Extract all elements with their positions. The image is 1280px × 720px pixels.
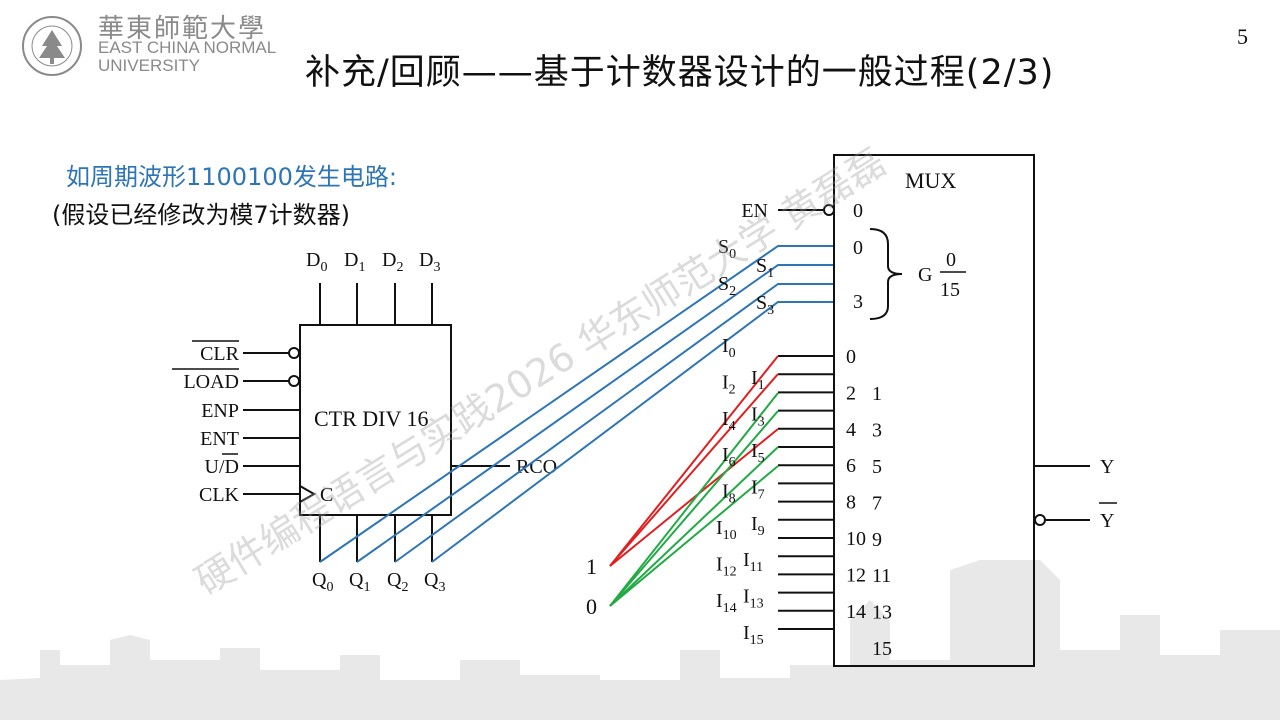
mux-data-label-i10: I10 — [716, 517, 737, 543]
counter-d1-label: D1 — [344, 249, 365, 275]
counter-input-ud: U/D — [205, 456, 239, 478]
counter-input-enp: ENP — [201, 400, 239, 422]
mux-data-label-i5: I5 — [751, 440, 765, 466]
mux-en-label: EN — [741, 200, 768, 222]
mux-data-label-i4: I4 — [722, 408, 736, 434]
mux-labels: MUX EN 0 0 3 S0 S1 S2 S3 G 0 15 Y Y 1 0 — [586, 168, 1117, 619]
counter-q3-label: Q3 — [424, 569, 445, 595]
mux-data-label-i8: I8 — [722, 481, 736, 507]
mux-output-ybar: Y — [1100, 510, 1114, 532]
mux-data-label-i1: I1 — [751, 367, 765, 393]
logo-chinese-name: 華東師範大學 — [98, 14, 267, 44]
mux-s0-label: S0 — [718, 236, 736, 262]
wire-q0-s0 — [319, 245, 834, 563]
mux-pin-number-8: 8 — [846, 492, 856, 514]
mux-pin-number-6: 6 — [846, 455, 856, 477]
counter-labels: CTR DIV 16 CLR LOAD ENP ENT U/D CLK C RC… — [172, 249, 557, 595]
constant-one-label: 1 — [586, 554, 597, 579]
mux-select-pin-bottom: 3 — [853, 291, 863, 313]
counter-box — [299, 324, 452, 516]
mux-group-numerator: 0 — [946, 249, 956, 271]
wire-q2-s2 — [394, 283, 834, 563]
mux-group-label: G — [918, 264, 932, 286]
mux-pin-number-4: 4 — [846, 419, 856, 441]
mux-pin-number-0: 0 — [846, 346, 856, 368]
mux-data-label-i3: I3 — [751, 404, 765, 430]
mux-data-label-i14: I14 — [716, 590, 737, 616]
mux-pin-number-12: 12 — [846, 564, 866, 586]
background-skyline — [0, 560, 1280, 720]
mux-s1-label: S1 — [756, 255, 774, 281]
mux-data-lines — [778, 355, 834, 630]
mux-pin-number-11: 11 — [872, 565, 891, 587]
watermark-text: 硬件编程语言与实践2026 华东师范大学 黄磊磊 — [187, 140, 893, 604]
counter-input-ent: ENT — [200, 428, 239, 450]
counter-block — [243, 283, 510, 562]
mux-pin-number-1: 1 — [872, 383, 882, 405]
counter-q2-label: Q2 — [387, 569, 408, 595]
constant-one-wires — [609, 355, 779, 567]
logo-english-name-line1: EAST CHINA NORMAL — [98, 38, 277, 57]
mux-data-label-i11: I11 — [743, 549, 763, 575]
mux-pin-number-7: 7 — [872, 492, 882, 514]
counter-d2-label: D2 — [382, 249, 403, 275]
mux-output-y: Y — [1100, 456, 1114, 478]
mux-pin-number-9: 9 — [872, 529, 882, 551]
mux-data-label-i15: I15 — [743, 622, 764, 648]
mux-data-label-i2: I2 — [722, 371, 736, 397]
mux-pin-number-3: 3 — [872, 420, 882, 442]
mux-title: MUX — [905, 168, 956, 193]
mux-group-denominator: 15 — [940, 279, 960, 301]
counter-input-clk: CLK — [199, 484, 240, 506]
page-number: 5 — [1237, 24, 1248, 49]
mux-pin-number-13: 13 — [872, 602, 892, 624]
mux-s2-label: S2 — [718, 273, 736, 299]
slide-title: 补充/回顾——基于计数器设计的一般过程(2/3) — [305, 53, 1055, 93]
counter-q1-label: Q1 — [349, 569, 370, 595]
mux-data-label-i0: I0 — [722, 335, 736, 361]
select-wires — [319, 245, 834, 563]
mux-data-label-i9: I9 — [751, 513, 765, 539]
mux-box — [833, 154, 1035, 667]
counter-input-clr: CLR — [200, 343, 240, 365]
logo-english-name-line2: UNIVERSITY — [98, 56, 201, 75]
counter-clock-label: C — [320, 484, 333, 506]
counter-q0-label: Q0 — [312, 569, 333, 595]
mux-en-pin: 0 — [853, 200, 863, 222]
university-logo — [22, 16, 82, 76]
mux-select-pin-top: 0 — [853, 237, 863, 259]
counter-rco-label: RCO — [516, 456, 557, 478]
counter-input-load: LOAD — [183, 371, 239, 393]
counter-d0-label: D0 — [306, 249, 327, 275]
mux-s3-label: S3 — [756, 292, 774, 318]
mux-pin-number-15: 15 — [872, 638, 892, 660]
mux-pin-number-14: 14 — [846, 601, 866, 623]
mux-data-label-i6: I6 — [722, 444, 736, 470]
counter-title: CTR DIV 16 — [314, 406, 429, 431]
constant-zero-label: 0 — [586, 594, 597, 619]
counter-d3-label: D3 — [419, 249, 440, 275]
wire-q3-s3 — [431, 301, 834, 563]
intro-text: 如周期波形1100100发生电路: — [66, 163, 397, 191]
constant-zero-wires — [609, 392, 779, 607]
assumption-text: (假设已经修改为模7计数器) — [52, 201, 350, 229]
mux-pin-number-5: 5 — [872, 456, 882, 478]
mux-pin-number-10: 10 — [846, 528, 866, 550]
wire-q1-s1 — [356, 264, 834, 563]
mux-data-label-i7: I7 — [751, 476, 765, 502]
mux-pin-number-2: 2 — [846, 382, 856, 404]
mux-data-label-i12: I12 — [716, 553, 737, 579]
mux-data-label-i13: I13 — [743, 586, 764, 612]
